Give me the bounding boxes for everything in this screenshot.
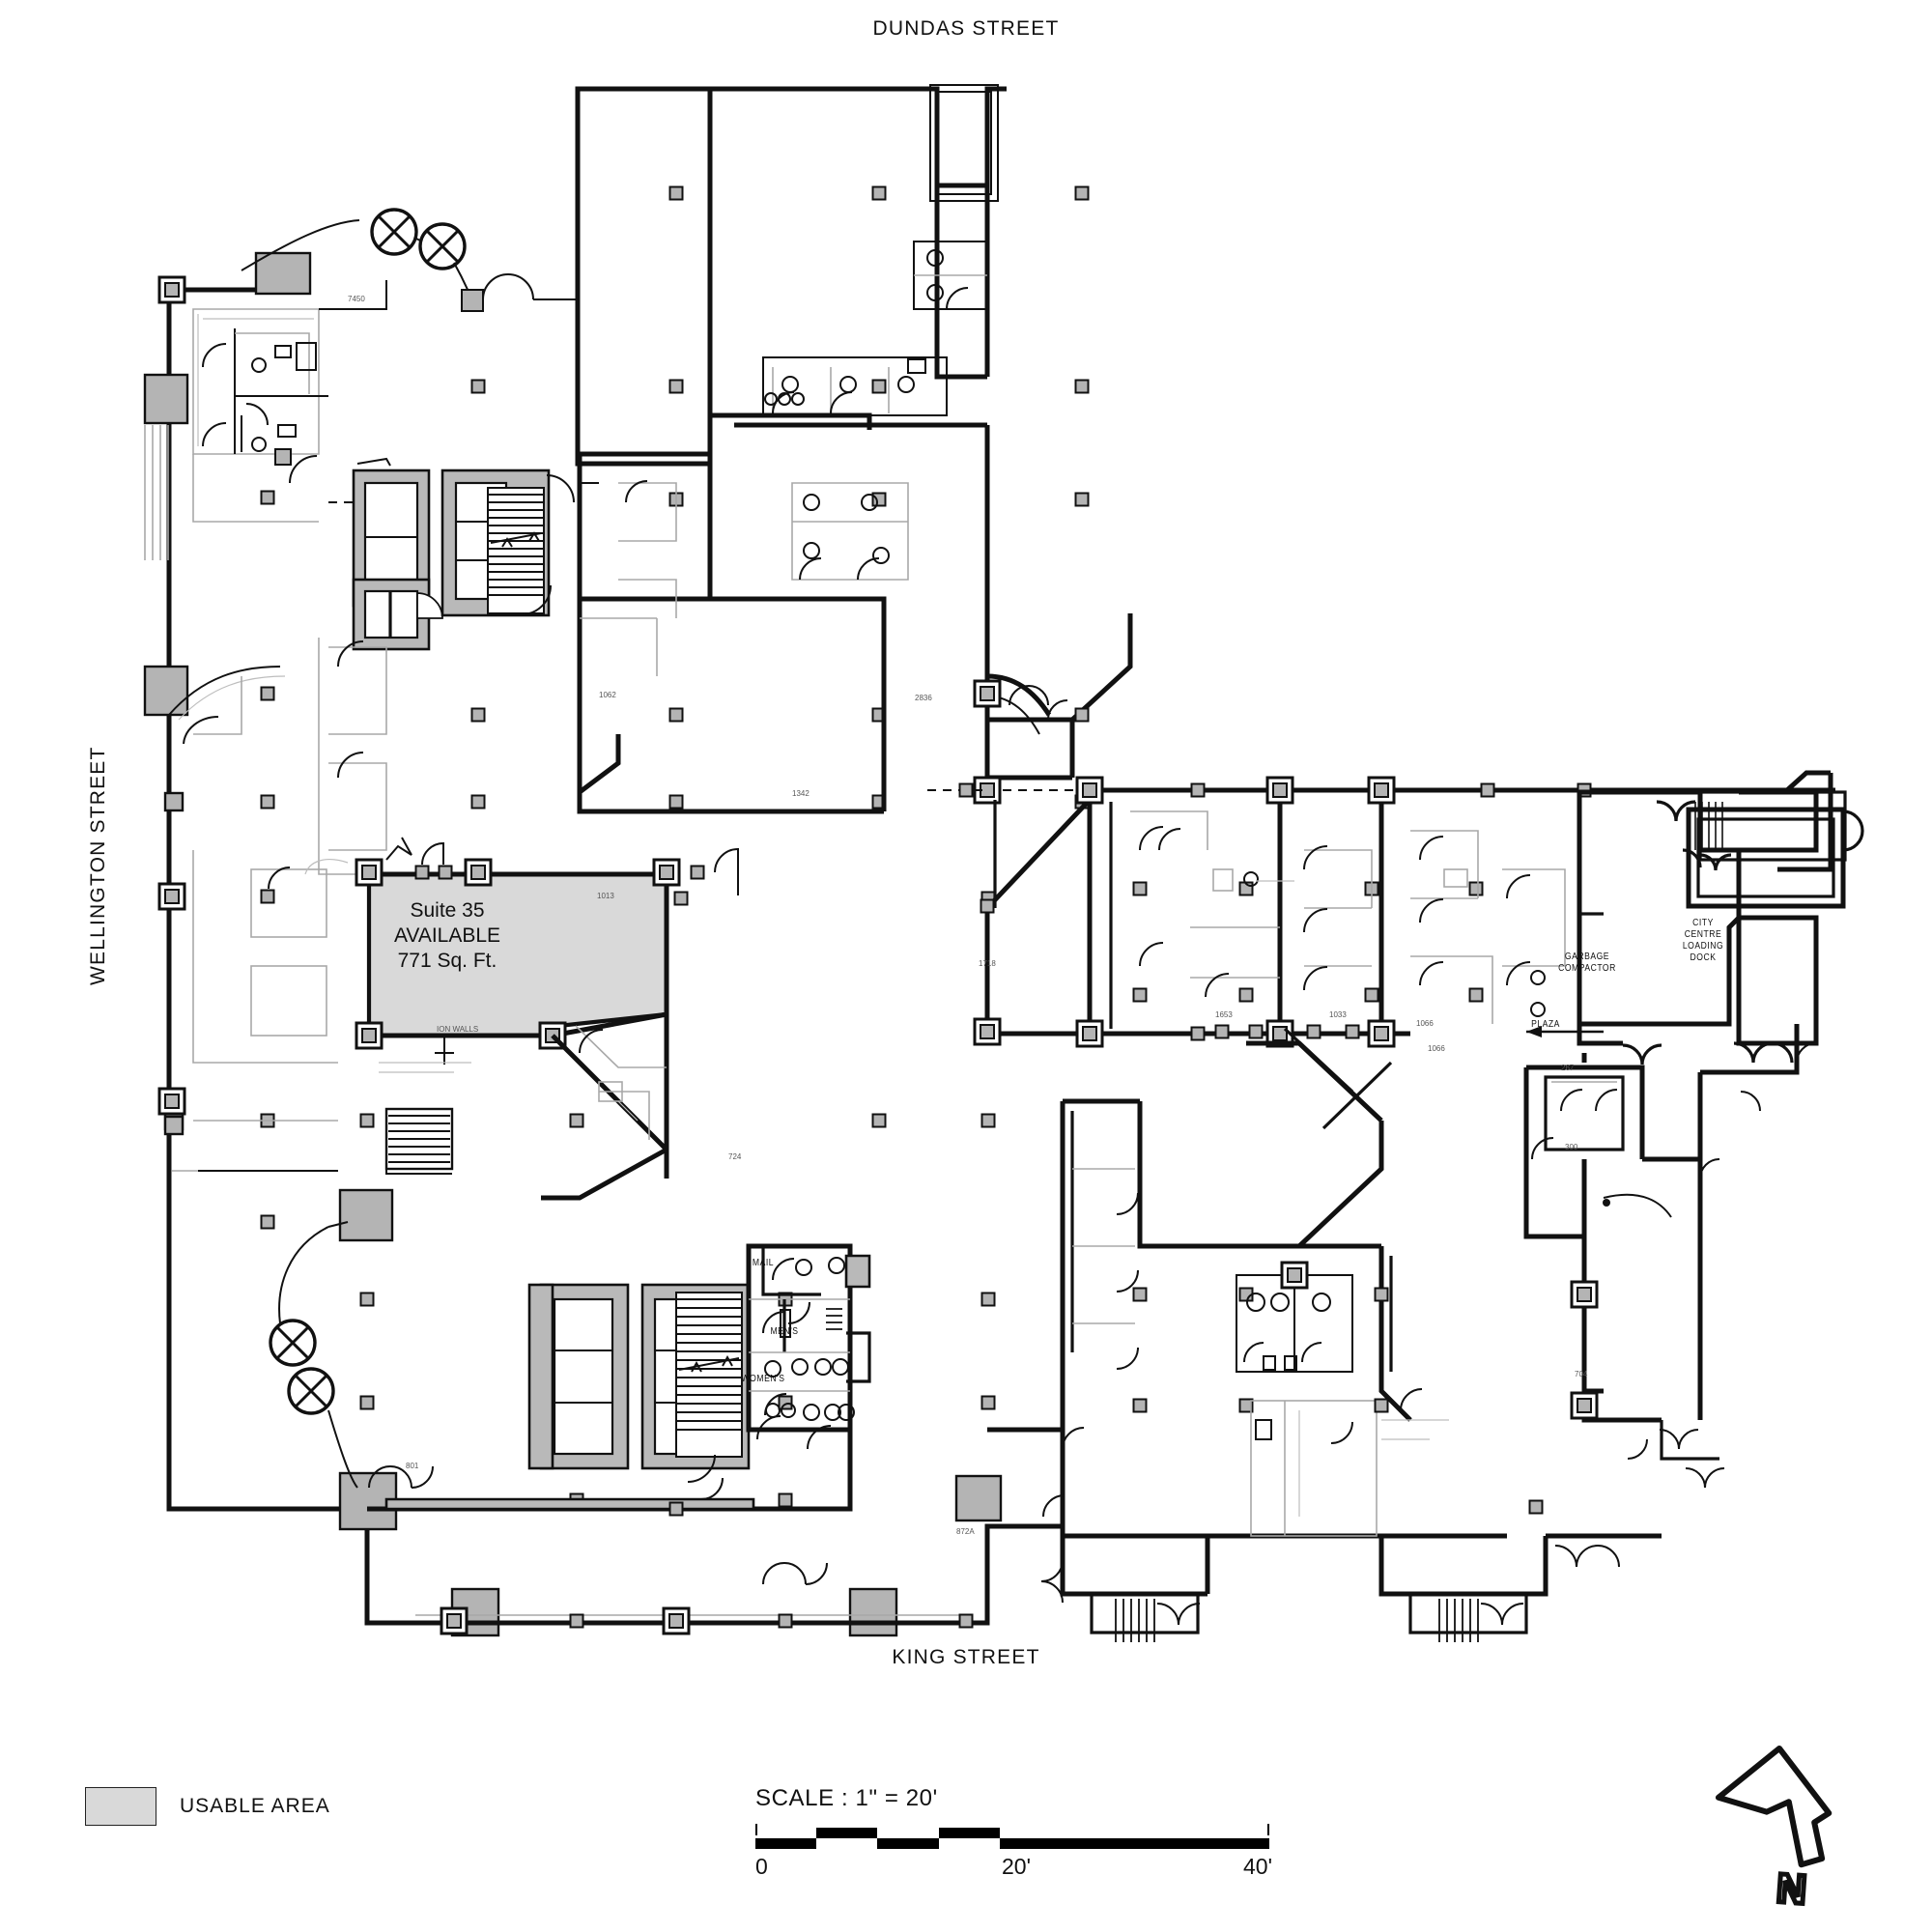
legend: USABLE AREA [85,1787,330,1826]
svg-text:300: 300 [1565,1143,1578,1151]
west-wing-partitions [172,638,396,1172]
mechanical-symbols-top [241,208,578,312]
plaza-arrow [1526,1026,1604,1037]
room-label-plaza: PLAZA [1531,1019,1560,1030]
door-clusters [1042,828,1817,1518]
scale-bar-block: SCALE : 1" = 20' 0 20' 40' [755,1785,1296,1883]
svg-text:ION WALLS: ION WALLS [437,1025,478,1034]
room-label-womens: WOMEN'S [741,1374,785,1384]
scale-tick-20: 20' [1002,1854,1031,1879]
legend-swatch-usable-area [85,1787,156,1826]
svg-text:1653: 1653 [1215,1010,1233,1019]
street-label-south: KING STREET [892,1646,1040,1668]
svg-text:1066: 1066 [1428,1044,1445,1053]
south-core [367,1243,871,1517]
scale-bar-graphic [755,1824,1269,1849]
northwest-rooms [144,280,406,745]
southeast-block [1060,1027,1507,1539]
south-storefronts [1040,1533,1662,1642]
east-lower-block [1523,1024,1800,1515]
room-label-city-centre-loading-dock: CITY CENTRE LOADING DOCK [1682,918,1724,963]
svg-text:872A: 872A [956,1527,975,1536]
legend-label: USABLE AREA [180,1795,330,1817]
svg-text:267: 267 [1561,1064,1575,1072]
svg-text:704: 704 [1575,1370,1588,1378]
center-rooms [577,451,909,814]
svg-text:1062: 1062 [599,691,616,699]
stair-below-suite [384,1107,454,1175]
suite-35-area [268,837,739,1050]
scale-tick-40: 40' [1243,1854,1272,1879]
north-central-rooms [762,241,988,416]
mechanical-symbols-bottom [269,1221,358,1489]
column-grid [163,185,1592,1508]
svg-text:7450: 7450 [348,295,365,303]
elevator-bank-upper-right [440,469,575,617]
south-wing [367,1561,987,1635]
north-arrow-letter: N [1776,1865,1808,1913]
north-arrow-icon: N [1715,1745,1833,1915]
central-entrance [927,673,1090,805]
elevator-bank-upper-left [352,457,443,651]
scale-tick-0: 0 [755,1854,768,1879]
svg-text:801: 801 [406,1462,419,1470]
room-label-mens: MEN'S [770,1326,799,1337]
svg-text:1342: 1342 [792,789,810,798]
room-label-garbage-compactor: GARBAGE COMPACTOR [1558,952,1616,974]
annotation-tags: 7450 1062 1342 2836 1718 1653 1033 1066 … [348,295,1588,1536]
svg-text:1718: 1718 [979,959,996,968]
svg-text:1033: 1033 [1329,1010,1347,1019]
diagonal-corridor-center-left [379,1014,669,1201]
svg-text:2836: 2836 [915,694,932,702]
scale-tick-labels: 0 20' 40' [755,1854,1272,1883]
svg-text:1066: 1066 [1416,1019,1434,1028]
east-wing-offices [973,776,1835,1048]
street-label-north: DUNDAS STREET [872,17,1060,40]
scale-title: SCALE : 1" = 20' [755,1785,938,1811]
svg-text:1013: 1013 [597,892,614,900]
svg-text:724: 724 [728,1152,742,1161]
room-label-mail: MAIL [752,1258,775,1268]
